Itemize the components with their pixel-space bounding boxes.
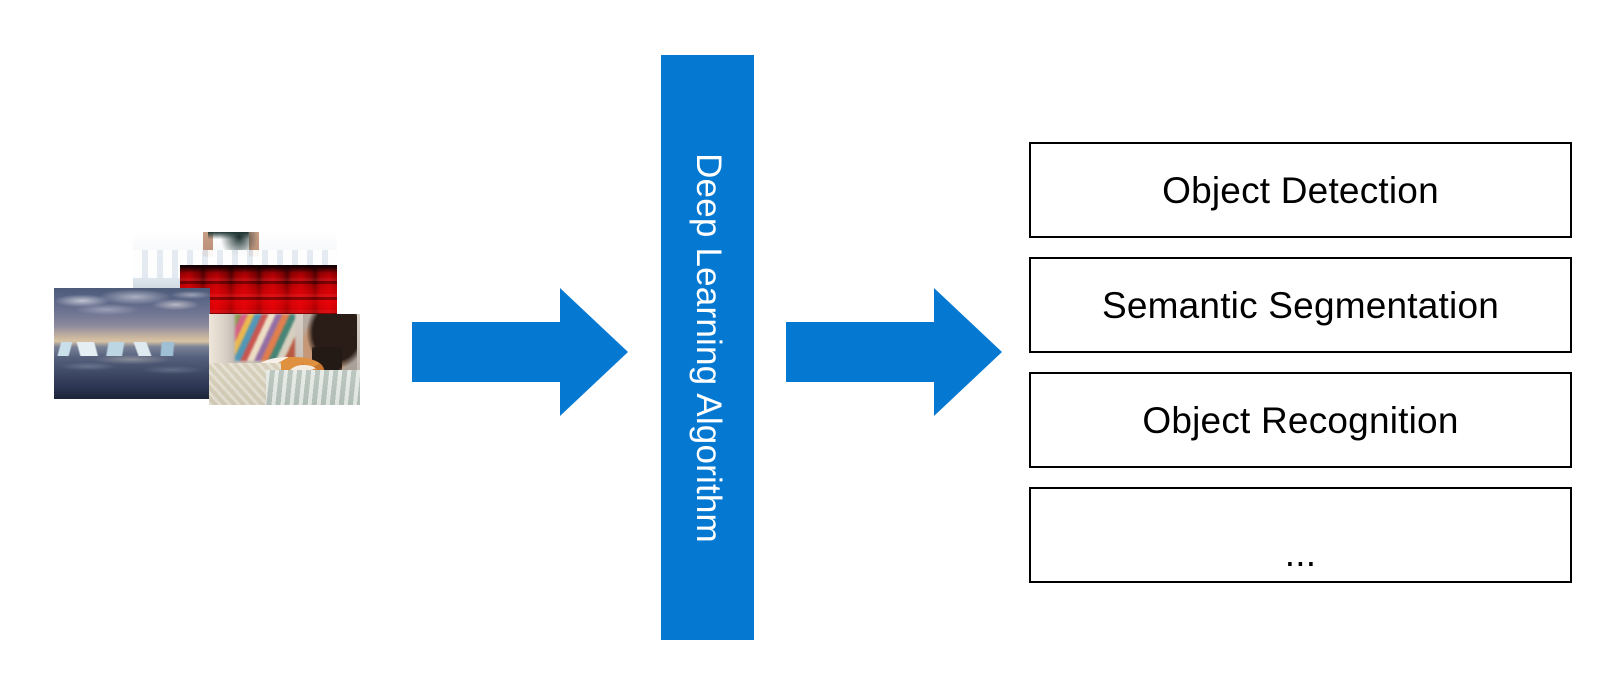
output-box-object-detection[interactable]: Object Detection [1029, 142, 1572, 238]
photo-ocean-reflection [54, 354, 210, 399]
output-box-more[interactable]: ... [1029, 487, 1572, 583]
output-label-more: ... [1284, 532, 1317, 574]
photo-ocean [54, 288, 210, 399]
output-label-object-recognition: Object Recognition [1142, 399, 1459, 441]
photo-cat [209, 314, 360, 405]
output-box-object-recognition[interactable]: Object Recognition [1029, 372, 1572, 468]
arrow-input-to-algorithm-icon [412, 288, 628, 416]
photo-ocean-icebergs [54, 342, 210, 356]
photo-cat-quilt [234, 314, 296, 362]
arrow-algorithm-to-outputs-icon [786, 288, 1002, 416]
output-box-semantic-segmentation[interactable]: Semantic Segmentation [1029, 257, 1572, 353]
deep-learning-algorithm-label: Deep Learning Algorithm [688, 152, 728, 543]
photo-ocean-clouds [54, 290, 210, 340]
deep-learning-algorithm-bar: Deep Learning Algorithm [661, 55, 754, 640]
photo-cat-sheet [266, 370, 360, 405]
output-label-semantic-segmentation: Semantic Segmentation [1101, 284, 1500, 326]
photo-theater-shadow [180, 265, 337, 273]
output-label-object-detection: Object Detection [1162, 169, 1439, 211]
